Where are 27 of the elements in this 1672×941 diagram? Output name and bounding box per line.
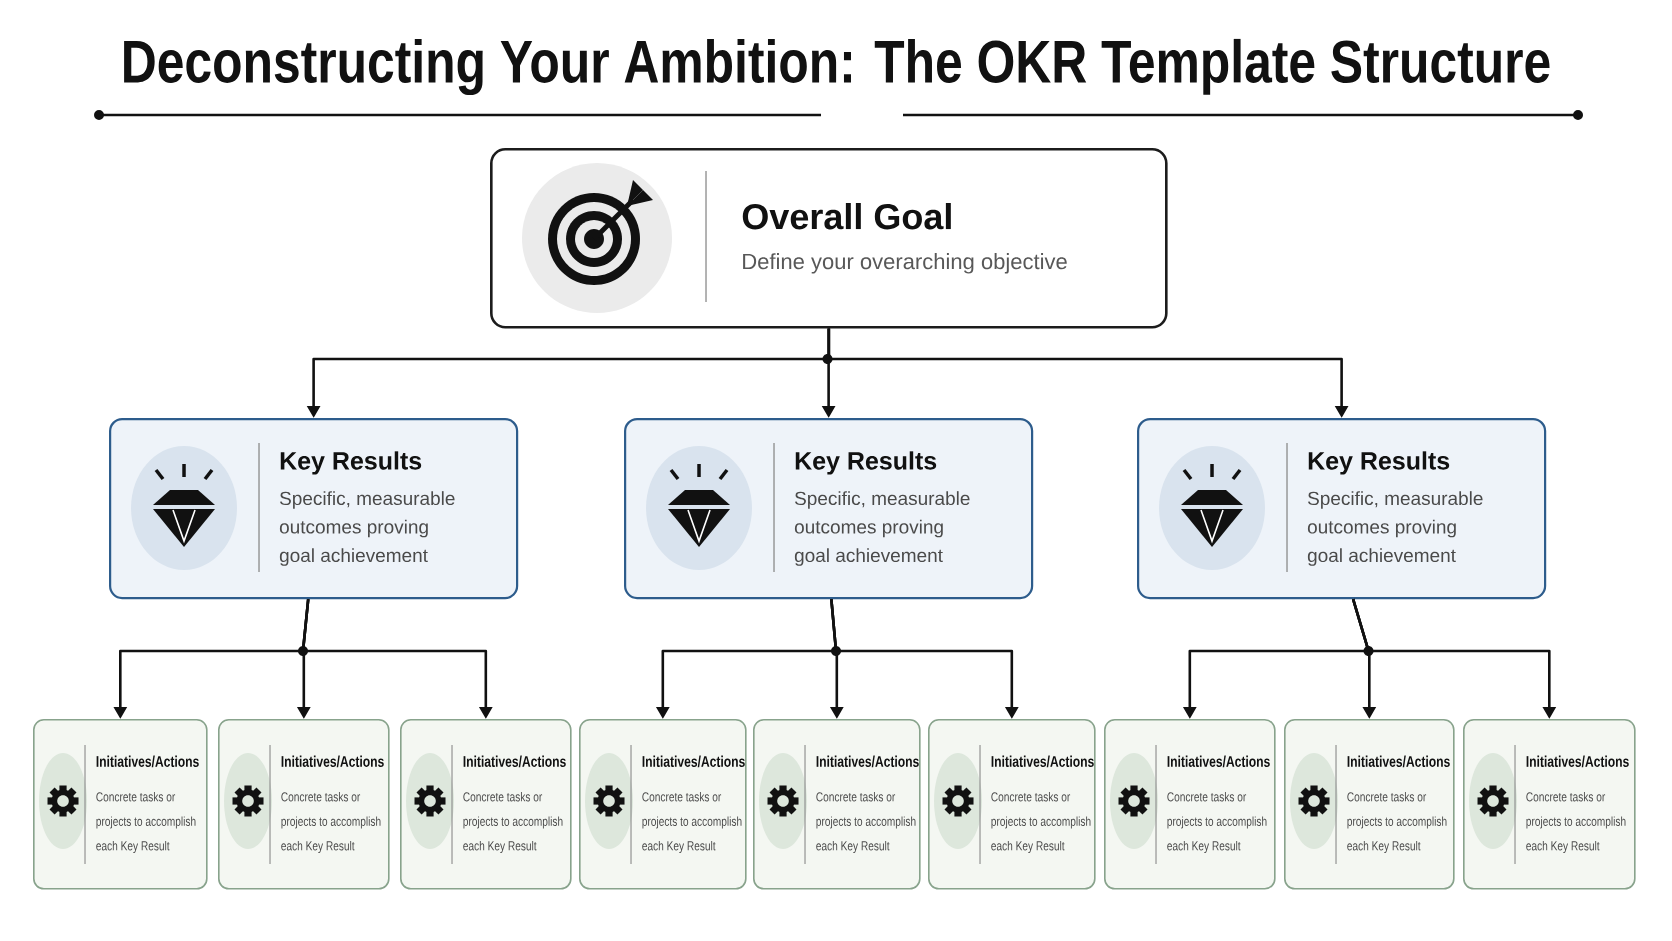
box-title: Initiatives/Actions	[1526, 755, 1629, 768]
box-title: Initiatives/Actions	[281, 755, 384, 768]
box-description: Specific, measurable outcomes proving goal achievement	[1307, 491, 1483, 566]
box-description: Concrete tasks or projects to accomplish each Key Result	[463, 791, 563, 853]
box-description: Concrete tasks or projects to accomplish each Key Result	[1167, 791, 1267, 853]
box-title: Initiatives/Actions	[1167, 755, 1270, 768]
box-description: Concrete tasks or projects to accomplish each Key Result	[1526, 791, 1626, 853]
box-description: Concrete tasks or projects to accomplish each Key Result	[816, 791, 916, 853]
box-title: Initiatives/Actions	[991, 755, 1094, 768]
box-title: Initiatives/Actions	[816, 755, 919, 768]
box-description: Concrete tasks or projects to accomplish each Key Result	[96, 791, 196, 853]
box-description: Concrete tasks or projects to accomplish each Key Result	[1347, 791, 1447, 853]
box-description: Concrete tasks or projects to accomplish each Key Result	[281, 791, 381, 853]
box-description: Concrete tasks or projects to accomplish each Key Result	[991, 791, 1091, 853]
page-title: Deconstructing Your Ambition: The OKR Template Structure	[124, 38, 1550, 96]
box-title: Initiatives/Actions	[1347, 755, 1450, 768]
box-title: Overall Goal	[742, 202, 951, 230]
box-title: Key Results	[1308, 451, 1450, 475]
box-title: Key Results	[280, 451, 422, 475]
box-description: Specific, measurable outcomes proving goal achievement	[279, 491, 455, 566]
box-title: Initiatives/Actions	[642, 755, 745, 768]
box-description: Specific, measurable outcomes proving goal achievement	[794, 491, 970, 566]
box-title: Initiatives/Actions	[463, 755, 566, 768]
box-description: Concrete tasks or projects to accomplish each Key Result	[642, 791, 742, 853]
box-title: Initiatives/Actions	[96, 755, 199, 768]
box-title: Key Results	[795, 451, 937, 475]
box-description: Define your overarching objective	[743, 253, 1067, 274]
